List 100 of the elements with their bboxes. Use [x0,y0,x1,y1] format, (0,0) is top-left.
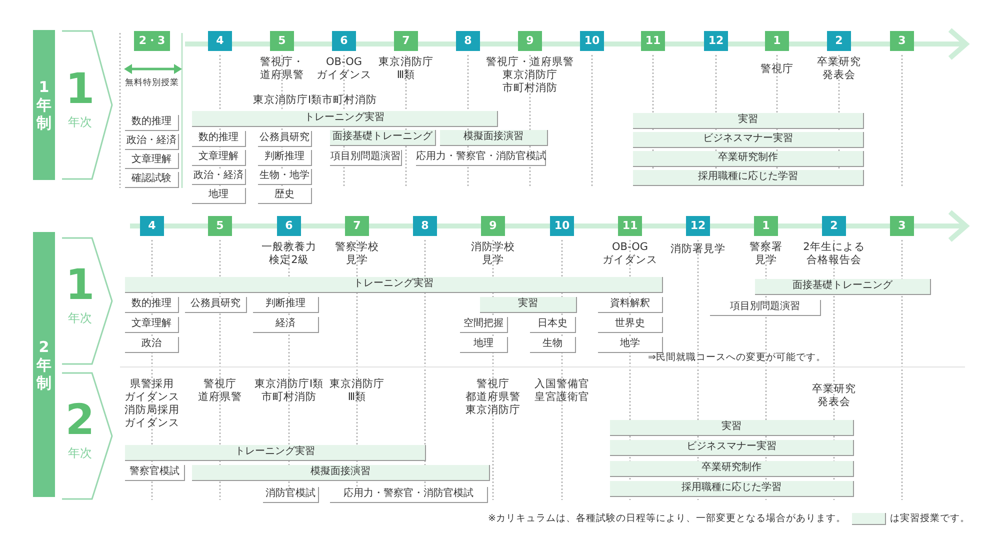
course-box: 政治 [125,337,179,353]
event-label: 警視庁 [760,63,794,76]
event-label: OB-OGガイダンス [602,241,658,267]
event-label: 東京消防庁Ⅰ類市町村消防 [252,94,378,107]
month-badge: 12 [704,31,728,51]
year-chevron [60,30,114,180]
event-label: 警視庁・道府県警 [260,56,304,82]
course-box: 文章理解 [125,153,179,169]
year-number: 1 [64,263,96,307]
year-label: 年次 [67,446,93,460]
course-box: 生物 [530,337,576,353]
month-badge: 2 [827,31,851,51]
training-bar: トレーニング実習 [125,445,426,461]
training-bar: 卒業研究制作 [633,151,864,167]
month-badge: 8 [456,31,480,51]
training-bar: ビジネスマナー実習 [633,132,864,148]
month-badge: 2・3 [134,31,170,51]
month-badge: 5 [270,31,294,51]
month-badge: 5 [208,216,232,236]
event-label: 一般教養力検定2級 [262,241,316,267]
course-box: 数的推理 [125,115,179,131]
course-band [33,30,55,180]
training-bar: 模擬面接演習 [192,465,490,481]
event-label: 消防署見学 [670,243,726,256]
month-badge: 4 [140,216,164,236]
month-badge: 8 [413,216,437,236]
year-chevron [60,237,114,365]
training-bar: 模擬面接演習 [440,130,548,146]
month-badge: 2 [822,216,846,236]
course-box: 判断推理 [258,150,312,166]
month-badge: 6 [277,216,301,236]
course-box: 空間把握 [460,317,508,333]
event-label: 東京消防庁Ⅲ類 [330,378,384,404]
event-label: 消防学校見学 [471,241,515,267]
year-chevron [60,372,114,500]
course-box: 公務員研究 [185,297,247,313]
note-text: ⇒民間就職コースへの変更が可能です。 [648,351,826,364]
event-label: 入国警備官皇宮護衛官 [534,378,590,404]
course-band [33,232,55,497]
course-box: 文章理解 [192,150,246,166]
event-label: 東京消防庁Ⅰ類市町村消防 [254,378,324,404]
event-label: 警視庁都道府県警東京消防庁 [466,378,520,417]
event-label: 卒業研究発表会 [817,56,861,82]
course-box: 歴史 [258,188,312,204]
year-number: 1 [64,67,96,111]
event-label: 県警採用ガイダンス消防局採用ガイダンス [124,378,180,430]
event-label: OB-OGガイダンス [316,56,372,82]
legend-text: は実習授業です。 [890,512,970,525]
course-box: 地理 [192,188,246,204]
month-badge: 11 [618,216,642,236]
training-bar: 採用職種に応じた学習 [633,170,864,186]
month-badge: 3 [890,31,914,51]
month-badge: 4 [208,31,232,51]
event-label: 警視庁道府県警 [198,378,242,404]
event-label: 卒業研究発表会 [812,383,856,409]
event-label: 無料特別授業 [125,77,179,90]
footnote: ※カリキュラムは、各種試験の日程等により、一部変更となる場合があります。 [488,512,846,525]
course-box: 公務員研究 [258,131,312,147]
course-box: 資料解釈 [598,297,663,313]
year-label: 年次 [67,115,93,129]
month-badge: 3 [890,216,914,236]
course-box: 地理 [460,337,508,353]
year-number: 2 [64,398,96,442]
month-badge: 12 [686,216,710,236]
course-box: 数的推理 [125,297,179,313]
month-badge: 10 [550,216,574,236]
course-box: 世界史 [598,317,663,333]
event-label: 警視庁・道府県警東京消防庁市町村消防 [486,56,574,95]
event-label: 2年生による合格報告会 [803,241,865,267]
course-box: 消防官模試 [263,487,319,503]
training-bar: 実習 [610,420,854,436]
course-box: 判断推理 [253,297,319,313]
course-label: 2年制 [36,338,52,392]
month-badge: 10 [580,31,604,51]
course-box: 警察官模試 [125,465,185,481]
training-bar: 採用職種に応じた学習 [610,481,854,497]
month-badge: 7 [345,216,369,236]
event-label: 警察署見学 [750,241,782,267]
month-badge: 7 [394,31,418,51]
course-box: 確認試験 [125,172,179,188]
month-badge: 1 [754,216,778,236]
course-box: 経済 [253,317,319,333]
training-bar: トレーニング実習 [125,277,663,293]
month-badge: 11 [641,31,665,51]
course-box: 応用力・警察官・消防官模試 [416,150,546,166]
training-bar: 実習 [480,297,577,313]
month-badge: 1 [765,31,789,51]
month-badge: 6 [332,31,356,51]
course-box: 項目別問題演習 [330,150,402,166]
training-bar: ビジネスマナー実習 [610,440,854,456]
training-bar: 卒業研究制作 [610,461,854,477]
course-box: 数的推理 [192,131,246,147]
course-box: 地学 [598,337,663,353]
course-box: 政治・経済 [125,134,179,150]
training-bar: トレーニング実習 [192,111,498,127]
training-bar: 面接基礎トレーニング [755,279,931,295]
course-box: 応用力・警察官・消防官模試 [330,487,488,503]
year-label: 年次 [67,311,93,325]
course-box: 生物・地学 [258,169,312,185]
event-label: 東京消防庁Ⅲ類 [378,56,434,82]
